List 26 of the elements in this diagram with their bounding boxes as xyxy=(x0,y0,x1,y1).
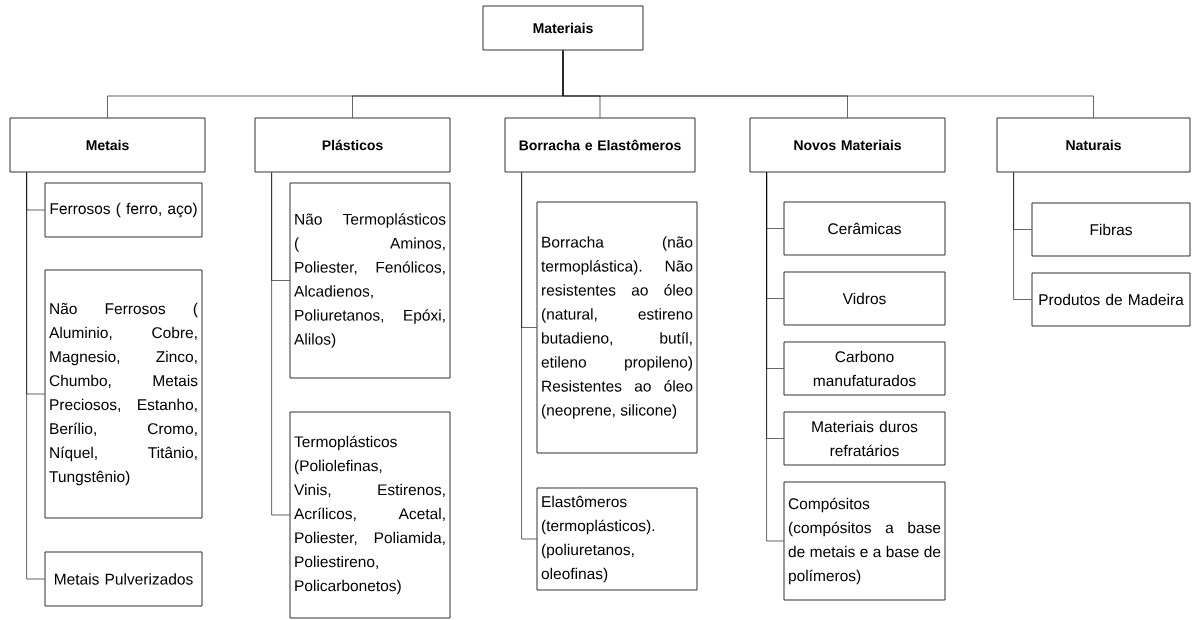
material-box: Compósitos (compósitos a base de metais e a base de polímeros) xyxy=(783,481,946,601)
connector-line xyxy=(1013,172,1032,300)
material-box: Elastômeros (termoplásticos). (poliuretanos, oleofinas) xyxy=(536,487,698,591)
material-box: Não Termoplásticos ( Aminos, Poliester, Fenólicos, Alcadienos, Poliuretanos, Epóxi, Alilos) xyxy=(289,182,451,379)
connector-line xyxy=(521,172,537,540)
material-box: Fibras xyxy=(1031,202,1191,257)
connector-line xyxy=(766,172,784,542)
material-box: Metais Pulverizados xyxy=(44,551,203,607)
connector-line xyxy=(26,172,45,580)
connector-line xyxy=(562,50,1094,118)
material-box: Borracha (não termoplástica). Não resistentes ao óleo (natural, estireno butadieno, butíl, etileno propileno) Resistentes ao óleo (neoprene, silicone) xyxy=(536,201,698,454)
category-box: Novos Materiais xyxy=(749,117,946,173)
material-box: Cerâmicas xyxy=(783,201,946,256)
material-box: Carbono manufaturados xyxy=(783,341,946,396)
category-box: Naturais xyxy=(996,117,1191,173)
category-box: Materiais xyxy=(482,5,644,51)
category-box: Plásticos xyxy=(254,117,451,173)
material-box: Produtos de Madeira xyxy=(1031,272,1191,327)
material-box: Materiais duros refratários xyxy=(783,411,946,466)
connector-line xyxy=(271,172,290,516)
material-box: Ferrosos ( ferro, aço) xyxy=(44,182,203,238)
category-box: Borracha e Elastômeros xyxy=(504,117,696,173)
material-box: Não Ferrosos ( Aluminio, Cobre, Magnesio, Zinco, Chumbo, Metais Preciosos, Estanho, Berílio, Cromo, Níquel, Titânio, Tungstênio) xyxy=(44,269,203,519)
material-box: Termoplásticos (Poliolefinas, Vinis, Estirenos, Acrílicos, Acetal, Poliester, Poliamida, Poliestireno, Policarbonetos) xyxy=(289,411,451,619)
material-box: Vidros xyxy=(783,271,946,326)
category-box: Metais xyxy=(9,117,206,173)
